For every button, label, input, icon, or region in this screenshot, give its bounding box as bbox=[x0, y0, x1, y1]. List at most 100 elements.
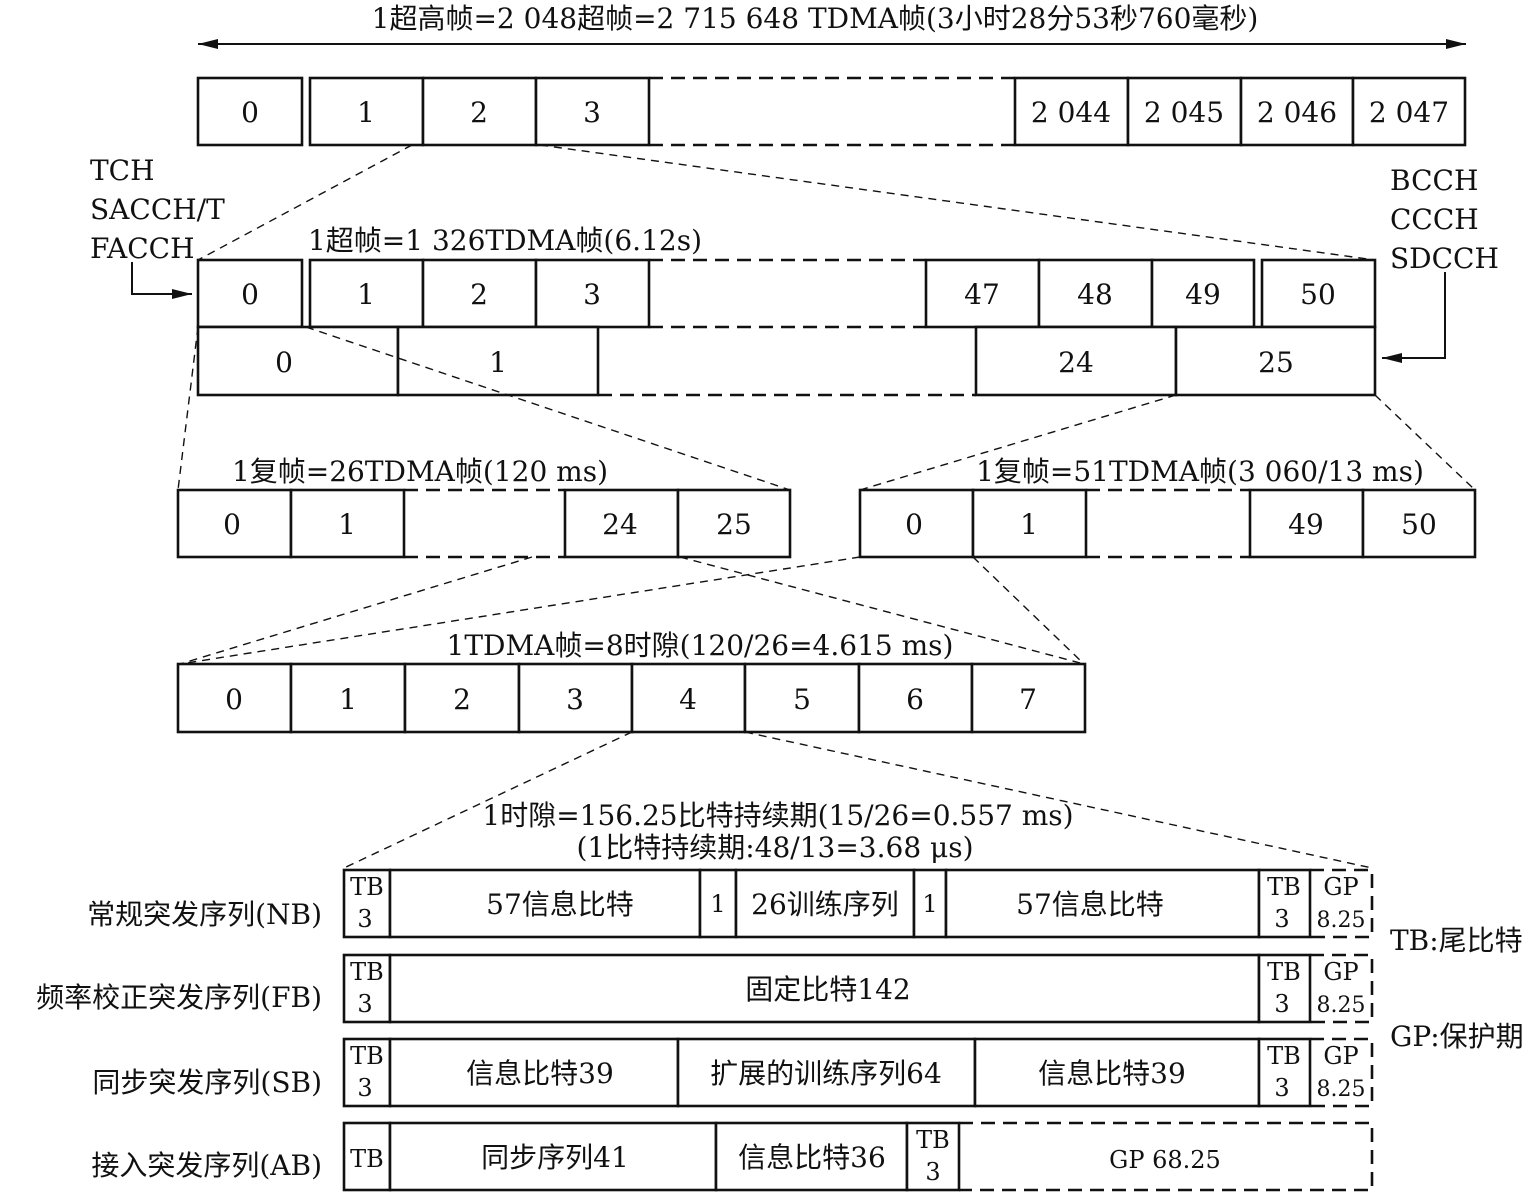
guard-period-length: 8.25 bbox=[1317, 908, 1366, 933]
expansion-line bbox=[179, 556, 533, 665]
tdma-frame-row: 0 1 2 3 4 5 6 7 bbox=[176, 662, 1087, 734]
hyperframe-number: 2 046 bbox=[1257, 96, 1337, 129]
timeslot-number: 5 bbox=[793, 683, 811, 716]
multiframe51-number: 50 bbox=[1401, 508, 1437, 541]
hyperframe-cell bbox=[1239, 76, 1355, 147]
multiframe51-number: 0 bbox=[905, 508, 923, 541]
superframe-block-number: 0 bbox=[275, 346, 293, 379]
tdma-frame-title: 1TDMA帧=8时隙(120/26=4.615 ms) bbox=[447, 629, 954, 662]
multiframe26-cell bbox=[676, 488, 792, 559]
timeslot-cell bbox=[970, 662, 1087, 734]
timeslot-title-line1: 1时隙=156.25比特持续期(15/26=0.557 ms) bbox=[482, 799, 1073, 832]
superframe-block-number: 24 bbox=[1058, 346, 1094, 379]
multiframe51-number: 1 bbox=[1020, 508, 1038, 541]
timeslot-number: 4 bbox=[679, 683, 697, 716]
superframe-block-number: 1 bbox=[489, 346, 507, 379]
burst-field bbox=[388, 953, 1261, 1024]
burst-field bbox=[698, 868, 738, 939]
superframe-number: 49 bbox=[1185, 278, 1221, 311]
hyperframe-number: 2 bbox=[470, 96, 488, 129]
superframe-number: 0 bbox=[241, 278, 259, 311]
expansion-line bbox=[972, 556, 1085, 665]
channel-label-sdcch: SDCCH bbox=[1390, 242, 1499, 275]
tail-bits: TB bbox=[916, 1126, 950, 1154]
burst-label: 接入突发序列(AB) bbox=[91, 1149, 322, 1182]
expansion-line bbox=[305, 326, 791, 491]
superframe-number: 1 bbox=[357, 278, 375, 311]
timeslot-cell bbox=[857, 662, 974, 734]
burst-label: 同步突发序列(SB) bbox=[92, 1066, 322, 1099]
timeslot-number: 2 bbox=[453, 683, 471, 716]
multiframe26-number: 0 bbox=[223, 508, 241, 541]
guard-period-box bbox=[959, 1121, 1374, 1192]
superframe-cell bbox=[924, 258, 1041, 329]
superframe-number: 48 bbox=[1077, 278, 1113, 311]
channel-label-facch: FACCH bbox=[90, 232, 194, 265]
multiframe26-number: 24 bbox=[602, 508, 638, 541]
tail-bits: TB bbox=[350, 958, 384, 986]
guard-period-box bbox=[1310, 868, 1374, 939]
hyperframe-cell bbox=[308, 76, 425, 147]
multiframe51-cell bbox=[858, 488, 975, 559]
guard-period-length: 8.25 bbox=[1317, 993, 1366, 1018]
info-bits: 信息比特36 bbox=[738, 1141, 886, 1174]
superframe-cell bbox=[1260, 258, 1377, 329]
burst-field bbox=[342, 868, 392, 939]
superframe-number: 2 bbox=[470, 278, 488, 311]
info-bits: 57信息比特 bbox=[486, 888, 634, 921]
tail-bits-count: 3 bbox=[357, 905, 372, 933]
multiframe51-cell bbox=[971, 488, 1088, 559]
tail-bits: TB bbox=[1267, 873, 1301, 901]
stealing-flag: 1 bbox=[710, 890, 725, 918]
right-channel-arrow bbox=[1382, 272, 1446, 363]
info-bits: 信息比特39 bbox=[466, 1057, 614, 1090]
multiframe51-cell bbox=[1361, 488, 1477, 559]
burst-field bbox=[905, 1121, 961, 1192]
burst-field bbox=[342, 1121, 392, 1192]
burst-field bbox=[1257, 868, 1312, 939]
hyperframe-number: 2 045 bbox=[1144, 96, 1224, 129]
guard-period-box bbox=[1310, 953, 1374, 1024]
superframe-cell bbox=[196, 258, 304, 329]
hyperframe-number: 2 047 bbox=[1369, 96, 1449, 129]
burst-field bbox=[388, 1037, 680, 1108]
tail-bits-count: 3 bbox=[1274, 1074, 1289, 1102]
tail-bits-count: 3 bbox=[1274, 990, 1289, 1018]
channel-label-sacch: SACCH/T bbox=[90, 193, 225, 226]
burst-label: 常规突发序列(NB) bbox=[87, 898, 322, 931]
left-channel-arrow bbox=[131, 262, 192, 299]
expansion-line bbox=[539, 144, 1376, 261]
superframe-block bbox=[974, 325, 1178, 397]
tail-bits: TB bbox=[350, 1145, 384, 1173]
multiframe26-cell bbox=[176, 488, 293, 559]
burst-field bbox=[342, 1037, 392, 1108]
multiframe26-number: 1 bbox=[338, 508, 356, 541]
sync-sequence: 同步序列41 bbox=[481, 1141, 629, 1174]
hyperframe-number: 3 bbox=[583, 96, 601, 129]
tail-bits-count: 3 bbox=[357, 990, 372, 1018]
multiframe26-cell bbox=[289, 488, 406, 559]
legend-guard-period: GP:保护期 bbox=[1390, 1020, 1524, 1053]
legend-tail-bits: TB:尾比特 bbox=[1390, 924, 1523, 957]
timeslot-cell bbox=[517, 662, 634, 734]
superframe-top-row: 0 1 2 3 47 48 49 50 bbox=[196, 258, 1377, 329]
superframe-cell bbox=[308, 258, 425, 329]
tail-bits-count: 3 bbox=[1274, 905, 1289, 933]
burst-field bbox=[388, 1121, 718, 1192]
channel-label-tch: TCH bbox=[90, 154, 155, 187]
multiframe51-row: 0 1 49 50 bbox=[858, 488, 1477, 559]
expansion-line bbox=[197, 144, 413, 261]
expansion-line bbox=[179, 556, 861, 665]
timeslot-number: 7 bbox=[1019, 683, 1037, 716]
guard-period-box bbox=[1310, 1037, 1374, 1108]
superframe-block bbox=[396, 325, 600, 397]
hyperframe-cell bbox=[1351, 76, 1467, 147]
stealing-flag: 1 bbox=[922, 890, 937, 918]
guard-period-length: 8.25 bbox=[1317, 1077, 1366, 1102]
hyperframe-number: 0 bbox=[241, 96, 259, 129]
burst-field bbox=[1257, 1037, 1312, 1108]
access-burst: 接入突发序列(AB) TB 同步序列41 信息比特36 TB 3 GP 68.2… bbox=[91, 1121, 1374, 1192]
info-bits: 信息比特39 bbox=[1038, 1057, 1186, 1090]
tail-bits-count: 3 bbox=[925, 1158, 940, 1186]
